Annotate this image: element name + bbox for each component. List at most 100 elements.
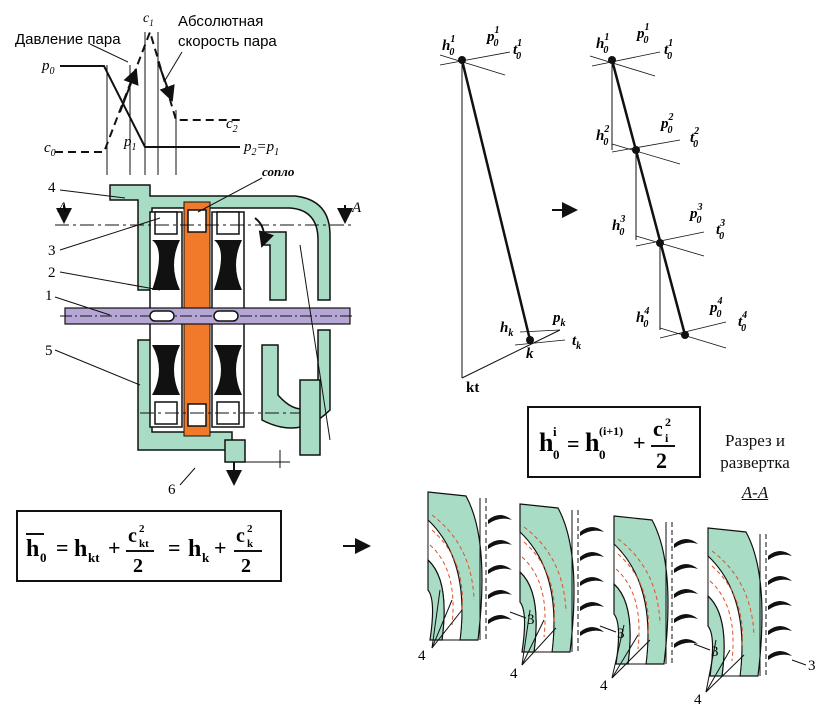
hs1-tk-label: tk: [572, 333, 581, 352]
casing-right-inner: [261, 231, 287, 301]
svg-text:h: h: [74, 536, 87, 562]
svg-text:c: c: [236, 525, 245, 547]
blade-label-4a: 4: [418, 648, 426, 664]
svg-text:=: =: [168, 535, 181, 560]
blade-label-4c: 4: [600, 678, 608, 694]
formula-stage-box: h i 0 = h (i+1) 0 + c 2 i 2: [527, 406, 701, 478]
svg-text:i: i: [553, 424, 557, 439]
p2-equals-p1-label: p2=p1: [243, 139, 279, 158]
blade-label-3b: 3: [617, 626, 625, 642]
c0-label: c0: [44, 140, 56, 159]
casing-right-lower: [299, 379, 321, 456]
nozzle-label: сопло: [262, 164, 295, 179]
velocity-curve: [55, 28, 240, 153]
svg-text:i: i: [665, 431, 669, 445]
svg-text:2: 2: [247, 523, 253, 535]
svg-text:kt: kt: [139, 538, 149, 550]
section-a-right-label: A: [351, 200, 362, 216]
right-blade-upper: [214, 240, 242, 290]
part-number-1: 1: [45, 288, 53, 304]
pressure-label: Давление пара: [15, 31, 121, 48]
velocity-label-line1: Абсолютная: [178, 13, 263, 30]
casing-left: [109, 184, 331, 301]
formula-total-box: h 0 = h kt + c 2 kt 2 = h k + c 2 k 2: [16, 510, 282, 582]
part-number-3: 3: [48, 243, 56, 259]
left-blade-lower: [152, 345, 180, 395]
c2-label: c2: [226, 116, 238, 135]
c1-label: c1: [143, 11, 154, 28]
pressure-velocity-diagram: [55, 28, 240, 175]
svg-text:h: h: [188, 536, 201, 562]
blade-group-1: [427, 491, 512, 641]
svg-text:2: 2: [139, 523, 145, 535]
svg-text:h: h: [26, 536, 39, 562]
part-number-2: 2: [48, 265, 56, 281]
svg-text:kt: kt: [88, 550, 100, 565]
section-a-left-label: A: [57, 200, 68, 216]
casing-bottom-tab: [224, 439, 246, 463]
blade-group-2: [519, 503, 604, 653]
svg-text:2: 2: [241, 555, 251, 577]
turbine-section: [54, 177, 355, 486]
svg-text:=: =: [567, 431, 580, 456]
svg-text:0: 0: [40, 550, 47, 565]
svg-text:2: 2: [133, 555, 143, 577]
hs1-k-label: k: [526, 346, 534, 362]
left-blade-upper: [152, 240, 180, 290]
p1-label: p1: [123, 134, 137, 153]
hs-diagram-single: [439, 51, 566, 379]
svg-text:k: k: [247, 538, 254, 550]
blade-label-4b: 4: [510, 666, 518, 682]
svg-text:h: h: [539, 428, 554, 457]
caption-line3: A-A: [741, 483, 769, 502]
part-number-4: 4: [48, 180, 56, 196]
blade-label-3d: 3: [808, 658, 816, 674]
svg-text:(i+1): (i+1): [599, 424, 623, 438]
hs1-pk-label: pk: [551, 310, 566, 329]
casing-right-outer: [261, 329, 331, 429]
part-number-5: 5: [45, 343, 53, 359]
caption-line1: Разрез и: [724, 431, 786, 450]
svg-text:0: 0: [553, 447, 560, 462]
svg-text:h: h: [585, 428, 600, 457]
svg-text:+: +: [214, 535, 227, 560]
section-caption: Разрез и развертка A-A: [700, 430, 810, 504]
hs1-hk-label: hk: [500, 320, 513, 339]
velocity-label-line2: скорость пара: [178, 33, 277, 50]
svg-text:0: 0: [599, 447, 606, 462]
hs-diagram-multistage: [589, 51, 727, 349]
blade-label-3a: 3: [527, 612, 535, 628]
blade-group-4: [707, 527, 792, 677]
svg-text:k: k: [202, 550, 210, 565]
blade-label-4d: 4: [694, 692, 702, 708]
pressure-curve: [60, 65, 240, 148]
svg-text:2: 2: [665, 415, 671, 429]
svg-text:c: c: [128, 525, 137, 547]
p0-label: p0: [41, 58, 55, 77]
formula-total: h 0 = h kt + c 2 kt 2 = h k + c 2 k 2: [26, 523, 262, 577]
formula-stage: h i 0 = h (i+1) 0 + c 2 i 2: [539, 415, 675, 473]
part-number-6: 6: [168, 482, 176, 498]
svg-text:+: +: [108, 535, 121, 560]
hs1-kt-label: kt: [466, 380, 479, 396]
svg-text:2: 2: [656, 448, 667, 473]
blade-development: [427, 491, 807, 693]
right-blade-lower: [214, 345, 242, 395]
svg-text:+: +: [633, 430, 646, 455]
